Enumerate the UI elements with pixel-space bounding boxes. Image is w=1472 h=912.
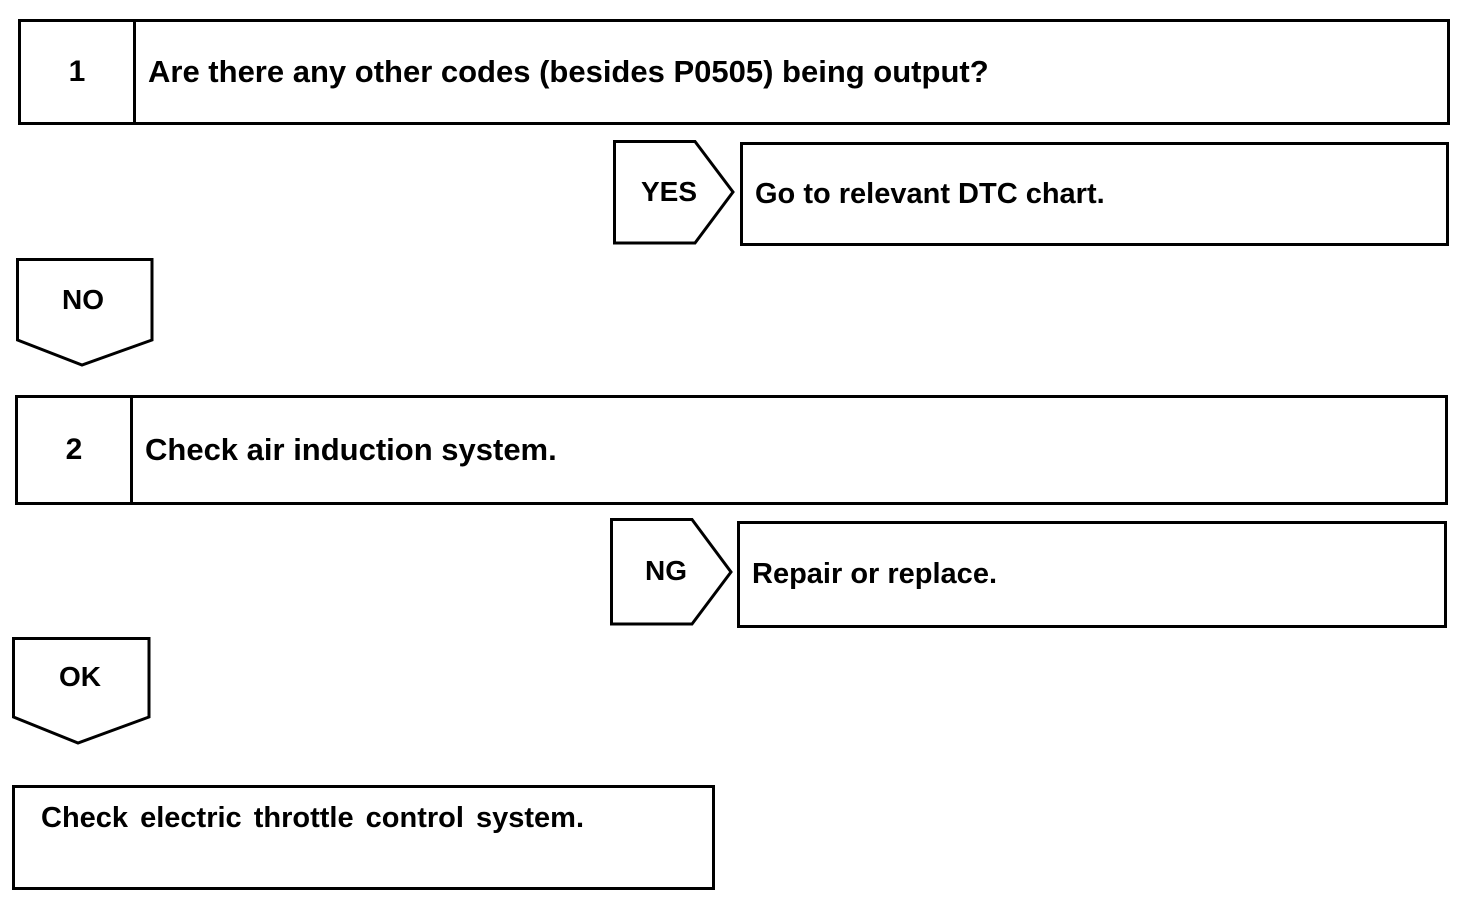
ok-label: OK <box>59 661 101 692</box>
step-question: Check air induction system. <box>145 432 557 467</box>
ok-down-arrow <box>12 637 151 745</box>
yes-result-box: Go to relevant DTC chart. <box>740 142 1449 246</box>
no-label: NO <box>62 284 104 315</box>
final-action-box: Check electric throttle control system. <box>12 785 715 890</box>
step-number: 2 <box>18 398 133 502</box>
step-1-box: 1 Are there any other codes (besides P05… <box>18 19 1450 125</box>
ng-result-box: Repair or replace. <box>737 521 1447 628</box>
step-number: 1 <box>21 22 136 122</box>
no-down-arrow <box>16 258 154 367</box>
yes-branch-arrow <box>613 140 735 245</box>
yes-label: YES <box>640 176 698 207</box>
ng-branch-arrow <box>610 518 733 626</box>
step-2-box: 2 Check air induction system. <box>15 395 1448 505</box>
ng-label: NG <box>645 555 687 586</box>
step-question: Are there any other codes (besides P0505… <box>148 54 989 89</box>
